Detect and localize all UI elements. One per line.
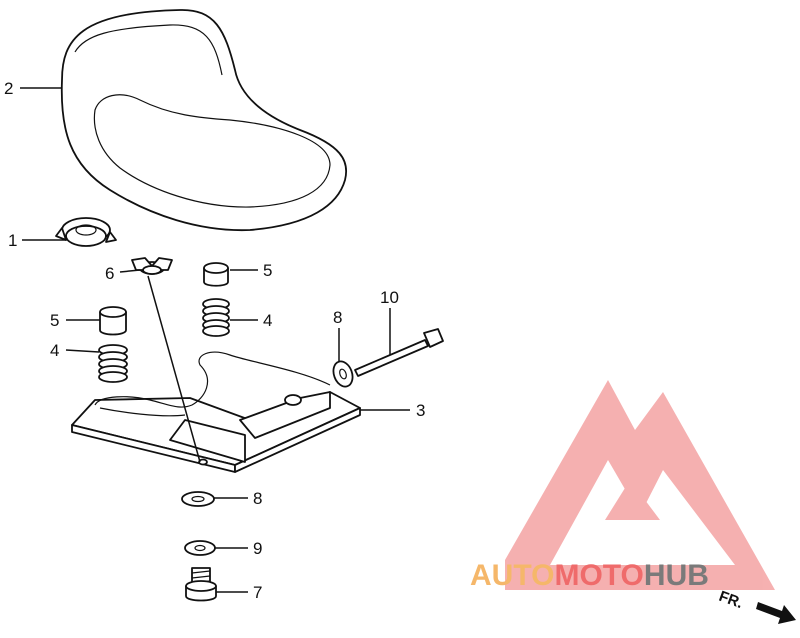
- wing-nut-part: [131, 257, 173, 275]
- washer-upper-part: [332, 360, 354, 388]
- bolt-part: [185, 567, 217, 602]
- seat-part: [60, 9, 347, 232]
- callout-9: 9: [253, 539, 262, 558]
- long-bolt-part: [354, 328, 444, 377]
- spring-right: [202, 298, 230, 337]
- callout-4-right: 4: [263, 311, 272, 330]
- callout-6: 6: [105, 264, 114, 283]
- lock-washer-part: [184, 540, 216, 556]
- spring-left: [98, 344, 128, 383]
- rubber-cap-right: [203, 262, 229, 287]
- svg-text:AUTOMOTOHUB: AUTOMOTOHUB: [470, 559, 709, 592]
- callout-5-right: 5: [263, 261, 272, 280]
- callout-5-left: 5: [50, 311, 59, 330]
- knob-part: [55, 217, 117, 247]
- arrow-right-icon: [756, 602, 796, 624]
- watermark-moto: MOTO: [554, 559, 643, 592]
- callout-8-upper: 8: [333, 308, 342, 327]
- watermark-auto: AUTO: [470, 559, 554, 592]
- leader-lines: [20, 87, 410, 593]
- callout-4-left: 4: [50, 341, 59, 360]
- washer-lower-part: [181, 491, 215, 507]
- callout-labels: 2 1 6 5 5 4 4 8 10 3 8 9 7: [4, 79, 425, 602]
- callout-3: 3: [416, 401, 425, 420]
- callout-10: 10: [380, 288, 399, 307]
- callout-1: 1: [8, 231, 17, 250]
- callout-7: 7: [253, 583, 262, 602]
- rubber-cap-left: [99, 306, 127, 336]
- front-direction-label: FR.: [717, 588, 746, 612]
- callout-8-lower: 8: [253, 489, 262, 508]
- seat-bracket-part: [71, 351, 361, 473]
- automotohub-logo-mark: [505, 380, 775, 590]
- automotohub-watermark: AUTOMOTOHUB: [470, 559, 709, 592]
- watermark-hub: HUB: [644, 559, 709, 592]
- front-direction-indicator: FR.: [717, 588, 796, 624]
- callout-2: 2: [4, 79, 13, 98]
